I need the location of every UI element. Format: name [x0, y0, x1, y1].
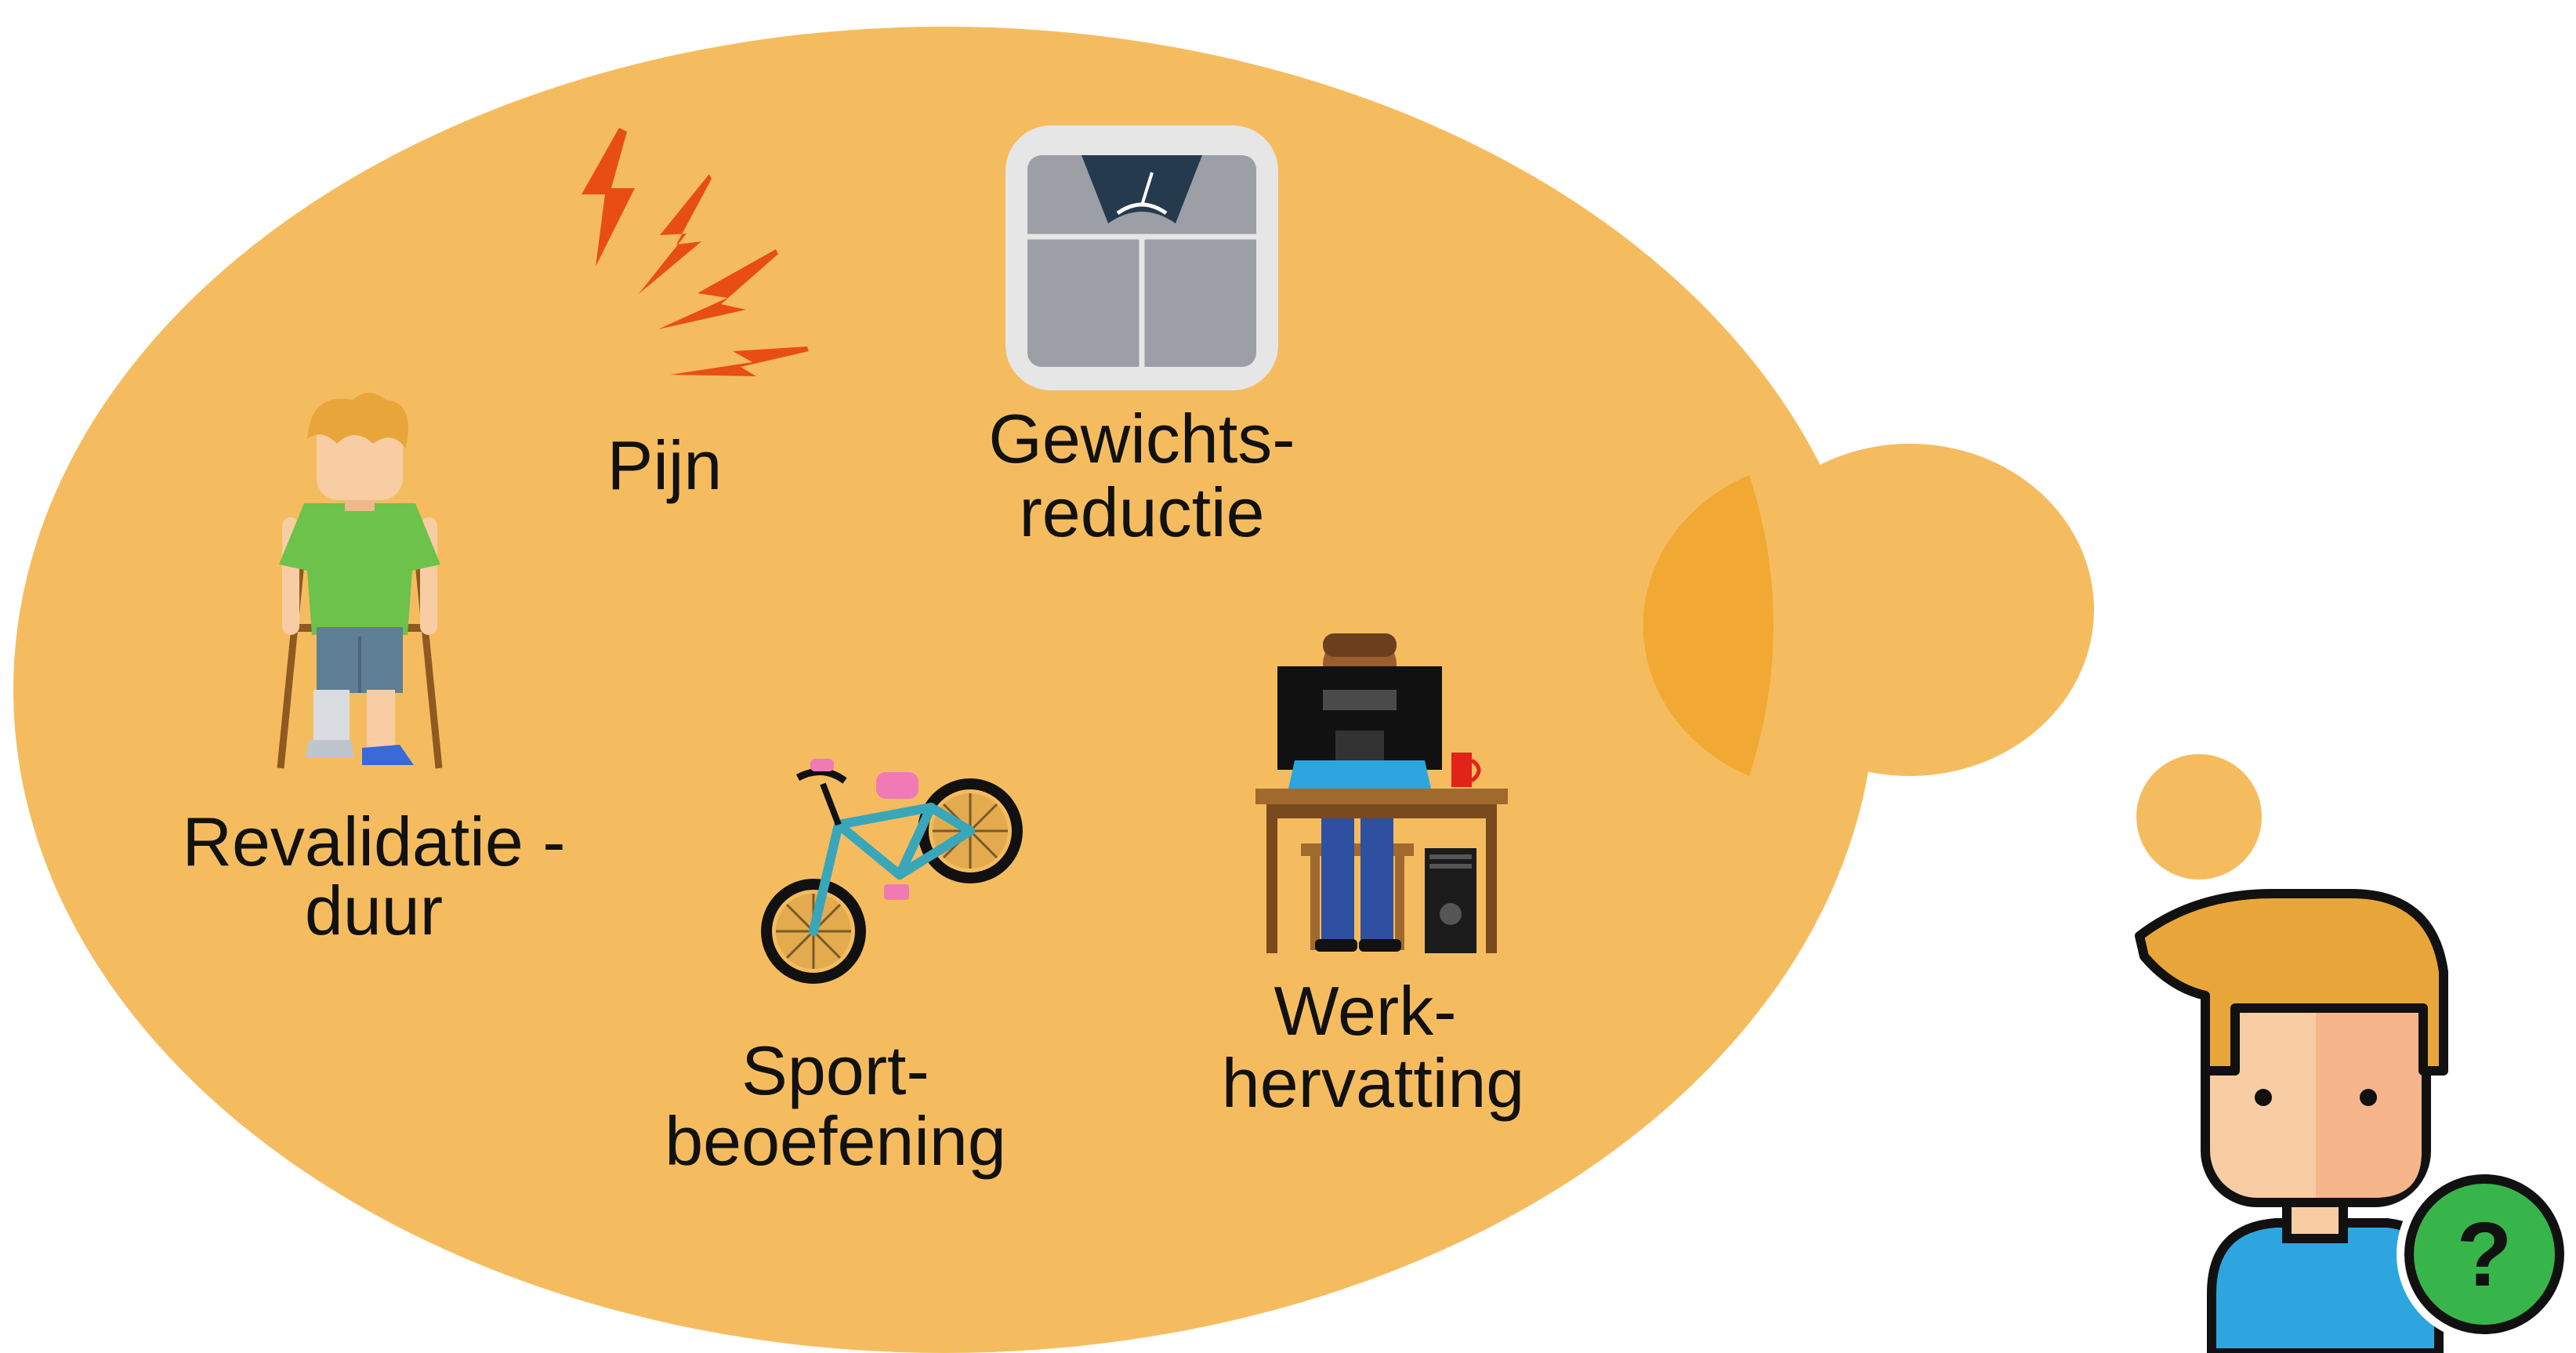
main-thought-bubble: [13, 27, 1875, 1353]
question-mark-icon: ?: [2457, 1203, 2513, 1305]
lightning-icon: [582, 128, 809, 376]
label-pain: Pijn: [607, 426, 723, 504]
desk-worker-icon: [1255, 633, 1508, 953]
label-work-line1: Werk-: [1274, 972, 1456, 1050]
label-work-line2: hervatting: [1222, 1044, 1524, 1122]
thinking-person-icon: ?: [2135, 889, 2572, 1353]
bubble-overlap: [1643, 475, 1773, 776]
medium-thought-bubble: [1726, 444, 2094, 776]
bicycle-icon: [761, 759, 1023, 984]
label-sport-line2: beoefening: [665, 1102, 1006, 1180]
question-badge: [2404, 1174, 2564, 1334]
label-weight-line2: reductie: [1019, 473, 1264, 551]
small-thought-bubble: [2136, 754, 2262, 880]
scale-icon: [1005, 125, 1278, 390]
crutches-person-icon: [277, 393, 443, 769]
label-weight-line1: Gewichts-: [988, 400, 1295, 477]
label-sport-line1: Sport-: [741, 1032, 929, 1109]
label-rehab-line1: Revalidatie -: [182, 803, 565, 880]
label-rehab-line2: duur: [305, 872, 443, 949]
